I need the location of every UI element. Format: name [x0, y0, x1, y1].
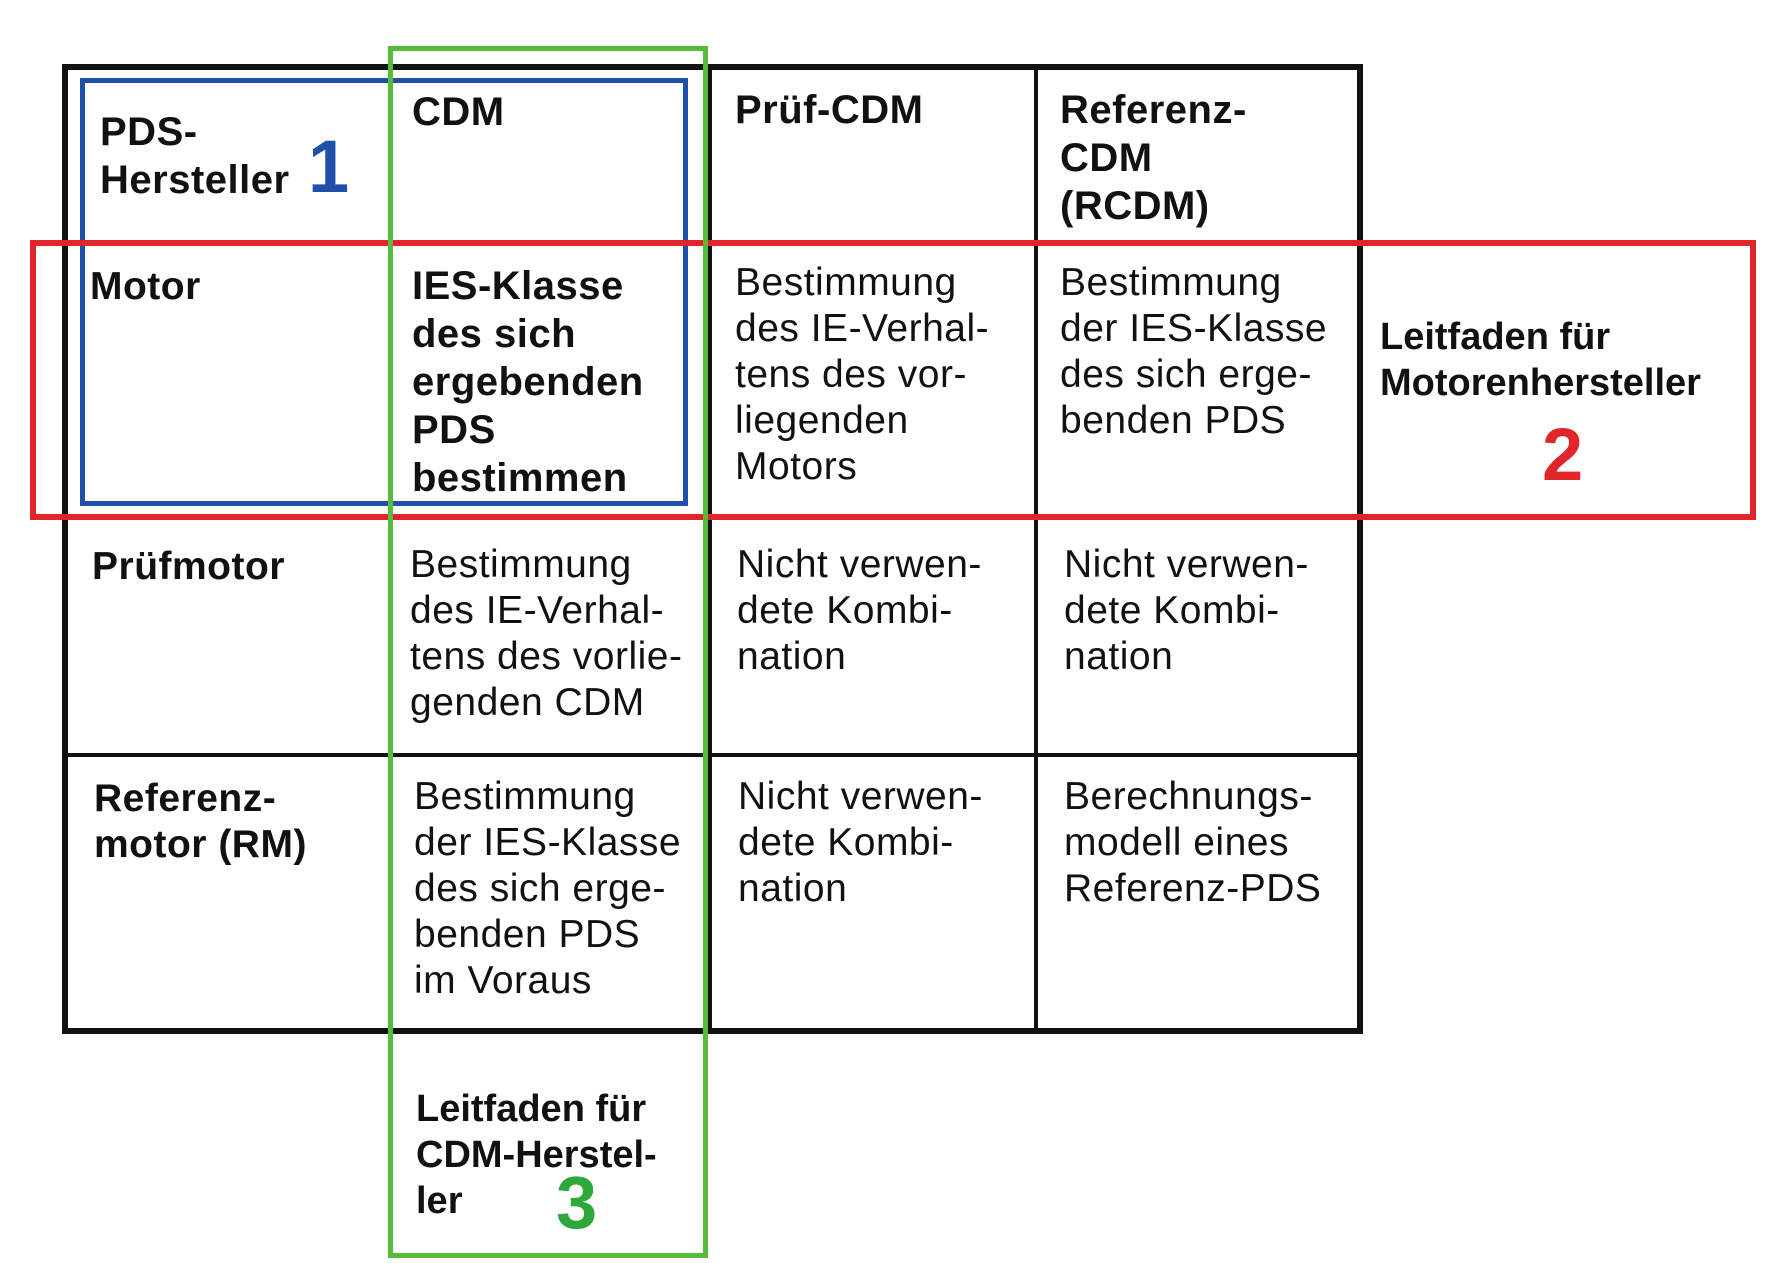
table-border-right: [1357, 64, 1363, 1034]
col-divider-2: [708, 64, 712, 1034]
col-divider-3: [1034, 64, 1038, 1034]
header-cdm: CDM: [412, 90, 505, 134]
row-label-pruefmotor: Prüfmotor: [92, 545, 285, 588]
cell-referenzmotor-cdm: Bestimmung der IES-Klasse des sich erge-…: [414, 775, 682, 1002]
row-divider-3: [62, 753, 1363, 757]
header-corner: PDS- Hersteller: [100, 110, 290, 202]
table-border-top: [62, 64, 1363, 70]
cell-motor-cdm: IES-Klasse des sich ergebenden PDS besti…: [412, 264, 644, 500]
highlight-number-1: 1: [308, 125, 350, 208]
highlight-number-3: 3: [556, 1161, 598, 1244]
cell-motor-pruef-cdm: Bestimmung des IE-Verhal- tens des vor- …: [735, 261, 990, 488]
highlight-box-1: [80, 78, 688, 506]
cell-motor-referenz-cdm: Bestimmung der IES-Klasse des sich erge-…: [1060, 261, 1328, 442]
highlight-box-2: [30, 240, 1756, 520]
header-pruef-cdm: Prüf-CDM: [735, 88, 924, 132]
row-label-referenzmotor: Referenz- motor (RM): [94, 777, 307, 866]
highlight-box-3: [388, 46, 708, 1258]
cell-pruefmotor-pruef-cdm: Nicht verwen- dete Kombi- nation: [737, 543, 982, 678]
cell-referenzmotor-pruef-cdm: Nicht verwen- dete Kombi- nation: [738, 775, 983, 910]
header-referenz-cdm: Referenz- CDM (RCDM): [1060, 88, 1247, 228]
cell-referenzmotor-referenz-cdm: Berechnungs- modell eines Referenz-PDS: [1064, 775, 1322, 910]
highlight-number-2: 2: [1542, 413, 1584, 496]
table-border-left: [62, 64, 68, 1034]
guide-label-cdm-manufacturers: Leitfaden für CDM-Herstel- ler: [416, 1088, 657, 1222]
cell-pruefmotor-referenz-cdm: Nicht verwen- dete Kombi- nation: [1064, 543, 1309, 678]
table-border-bottom: [62, 1028, 1363, 1034]
row-label-motor: Motor: [90, 265, 201, 308]
guide-label-motor-manufacturers: Leitfaden für Motorenhersteller: [1380, 316, 1701, 404]
cell-pruefmotor-cdm: Bestimmung des IE-Verhal- tens des vorli…: [410, 543, 683, 724]
